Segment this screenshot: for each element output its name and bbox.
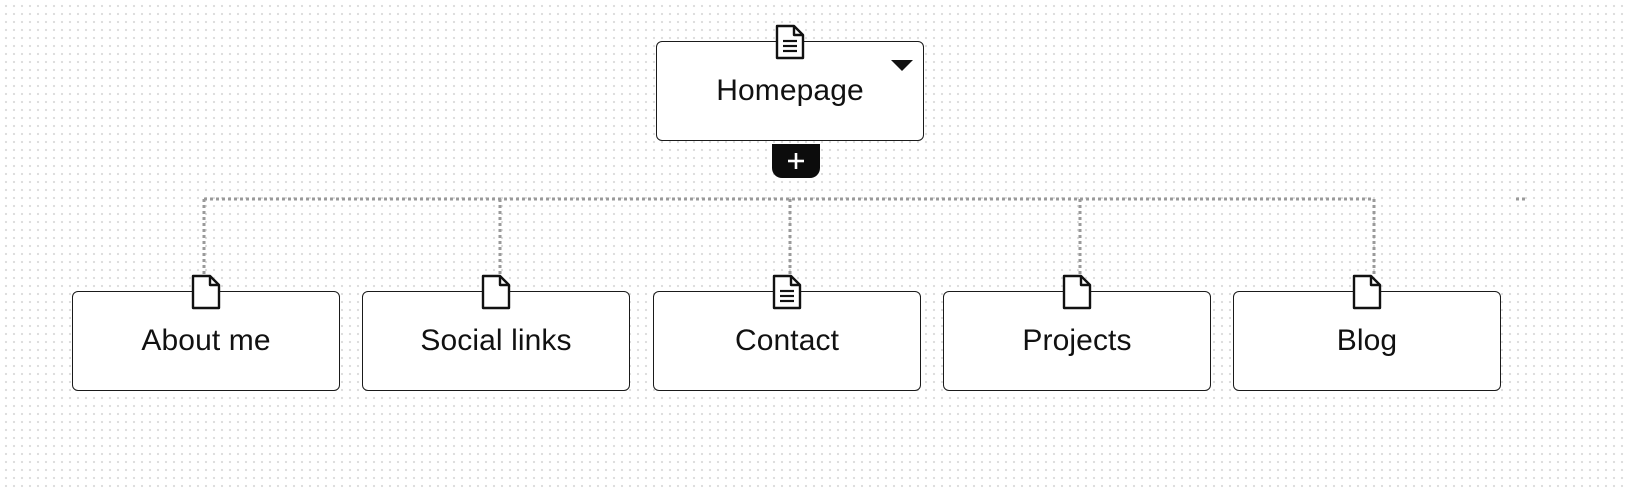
blank-page-icon bbox=[1352, 274, 1382, 310]
add-child-button[interactable] bbox=[772, 144, 820, 178]
page-with-text-icon bbox=[772, 274, 802, 310]
social-links-label: Social links bbox=[420, 324, 572, 357]
blank-page-icon bbox=[1062, 274, 1092, 310]
blank-page-icon bbox=[191, 274, 221, 310]
projects-label: Projects bbox=[1022, 324, 1132, 357]
dropdown-triangle-icon[interactable] bbox=[889, 58, 915, 74]
blank-page-icon bbox=[481, 274, 511, 310]
about-me-node[interactable]: About me bbox=[72, 274, 340, 391]
blog-label: Blog bbox=[1336, 324, 1398, 357]
page-with-text-icon bbox=[775, 24, 805, 60]
blog-node[interactable]: Blog bbox=[1233, 274, 1501, 391]
homepage-node[interactable]: Homepage bbox=[656, 24, 924, 141]
contact-label: Contact bbox=[734, 324, 840, 357]
social-links-node[interactable]: Social links bbox=[362, 274, 630, 391]
projects-node[interactable]: Projects bbox=[943, 274, 1211, 391]
plus-icon bbox=[788, 153, 804, 169]
about-me-label: About me bbox=[141, 324, 271, 357]
homepage-label: Homepage bbox=[716, 74, 864, 107]
contact-node[interactable]: Contact bbox=[653, 274, 921, 391]
